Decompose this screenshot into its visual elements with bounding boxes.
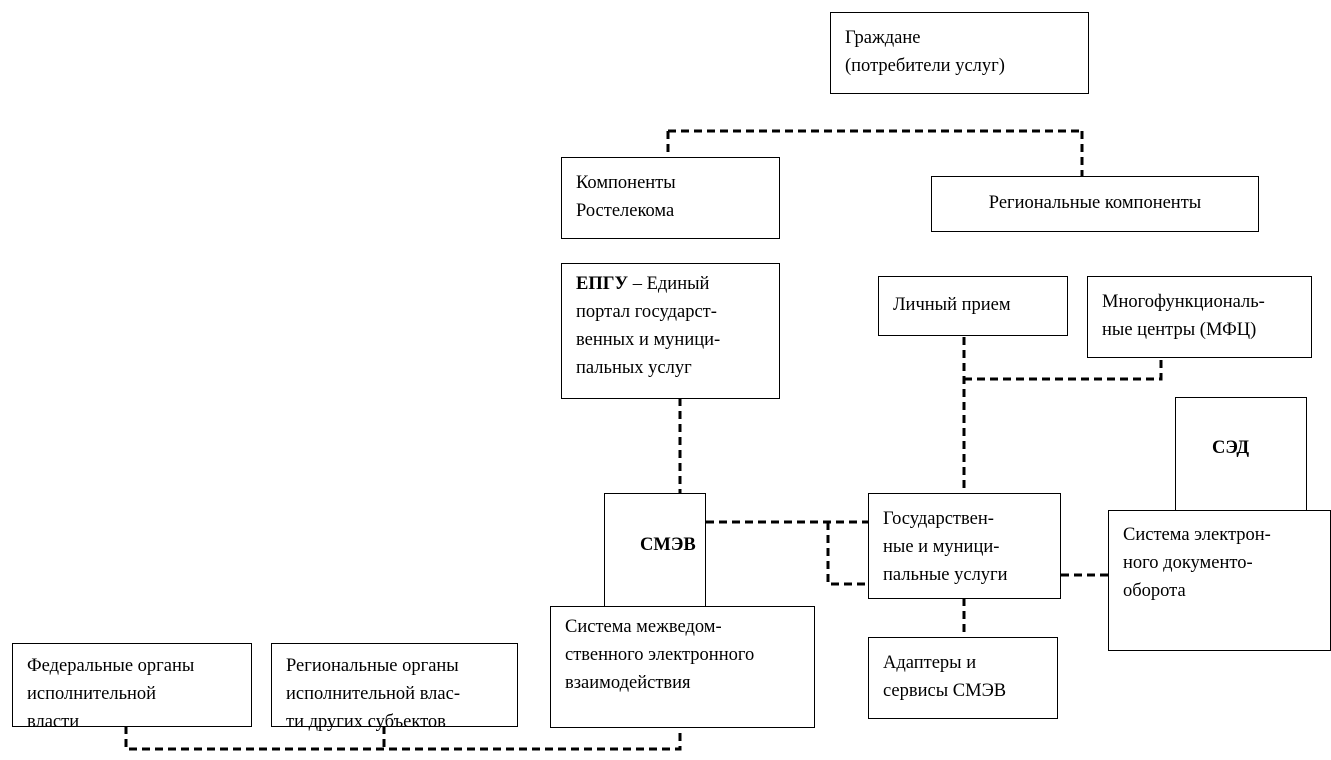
connector-mfc bbox=[964, 357, 1163, 381]
rostelecom-box: Компоненты Ростелекома bbox=[561, 157, 780, 239]
regional-authorities-box: Региональные органы исполнительной влас-… bbox=[271, 643, 518, 732]
smev-box bbox=[604, 493, 706, 607]
sed-label: СЭД bbox=[1212, 438, 1250, 458]
adapters-box: Адаптеры и сервисы СМЭВ bbox=[868, 637, 1058, 719]
adapters-line-1: Адаптеры и bbox=[883, 653, 977, 673]
regional-components-label: Региональные компоненты bbox=[988, 193, 1202, 213]
federal-line-1: Федеральные органы bbox=[27, 656, 195, 676]
rostelecom-line-1: Компоненты bbox=[576, 173, 676, 193]
federal-authorities-box: Федеральные органы исполнительной власти bbox=[12, 643, 252, 732]
mfc-box: Многофункциональ- ные центры (МФЦ) bbox=[1087, 276, 1312, 358]
epgu-line-1-rest: – Единый bbox=[628, 274, 710, 294]
smev-system-line-2: ственного электронного bbox=[565, 645, 755, 665]
epgu-abbr: ЕПГУ bbox=[576, 274, 629, 294]
federal-line-3: власти bbox=[27, 712, 80, 732]
regional-authorities-line-2: исполнительной влас- bbox=[286, 684, 460, 704]
edms-line-2: ного документо- bbox=[1123, 553, 1253, 573]
connector-branch-adapters bbox=[826, 522, 868, 586]
personal-reception-box: Личный прием bbox=[878, 276, 1068, 336]
gov-services-line-3: пальные услуги bbox=[883, 565, 1008, 585]
citizens-box: Граждане (потребители услуг) bbox=[830, 12, 1089, 94]
epgu-box: ЕПГУ – Единый портал государст- венных и… bbox=[561, 263, 780, 399]
regional-authorities-line-1: Региональные органы bbox=[286, 656, 459, 676]
smev-system-line-1: Система межведом- bbox=[565, 617, 722, 637]
smev-label: СМЭВ bbox=[640, 535, 696, 555]
epgu-line-2: портал государст- bbox=[576, 302, 717, 322]
sed-box bbox=[1175, 397, 1307, 511]
smev-system-line-3: взаимодействия bbox=[565, 673, 691, 693]
citizens-line-1: Граждане bbox=[845, 28, 921, 48]
edms-box: Система электрон- ного документо- оборот… bbox=[1108, 510, 1331, 651]
edms-line-3: оборота bbox=[1123, 581, 1186, 601]
epgu-line-1: ЕПГУ – Единый bbox=[576, 270, 765, 298]
regional-authorities-line-3: ти других субъектов bbox=[286, 712, 446, 732]
regional-components-box: Региональные компоненты bbox=[931, 176, 1259, 232]
gov-services-line-1: Государствен- bbox=[883, 509, 994, 529]
smev-system-box: Система межведом- ственного электронного… bbox=[550, 606, 815, 728]
mfc-line-2: ные центры (МФЦ) bbox=[1102, 320, 1257, 340]
epgu-line-3: венных и муници- bbox=[576, 330, 721, 350]
personal-reception-label: Личный прием bbox=[893, 295, 1011, 315]
epgu-line-4: пальных услуг bbox=[576, 358, 692, 378]
gov-services-line-2: ные и муници- bbox=[883, 537, 1000, 557]
mfc-line-1: Многофункциональ- bbox=[1102, 292, 1265, 312]
federal-line-2: исполнительной bbox=[27, 684, 157, 704]
connector-bottom bbox=[124, 726, 682, 751]
rostelecom-line-2: Ростелекома bbox=[576, 201, 675, 221]
gov-services-box: Государствен- ные и муници- пальные услу… bbox=[868, 493, 1061, 599]
edms-line-1: Система электрон- bbox=[1123, 525, 1271, 545]
citizens-line-2: (потребители услуг) bbox=[845, 56, 1005, 76]
adapters-line-2: сервисы СМЭВ bbox=[883, 681, 1007, 701]
